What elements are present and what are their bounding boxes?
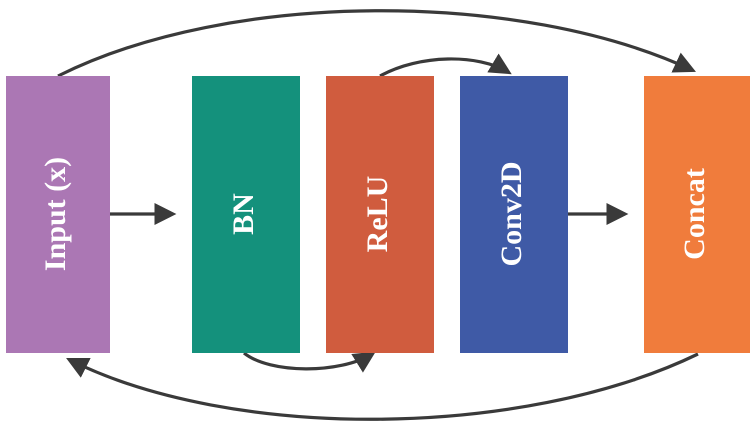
arrow-input-to-concat — [57, 9, 696, 78]
block-concat-rect — [644, 76, 750, 353]
arrow-concat-to-input — [66, 352, 699, 421]
block-bn-rect — [192, 76, 300, 353]
block-input: Input (x) — [6, 76, 110, 353]
block-conv2d-label: Conv2D — [495, 161, 528, 266]
block-conv2d-rect — [460, 76, 568, 353]
arrow-relu-to-conv2d — [379, 53, 512, 78]
block-relu: ReLU — [326, 76, 434, 353]
connections — [57, 9, 699, 421]
block-conv2d: Conv2D — [460, 76, 568, 353]
block-relu-label: ReLU — [361, 176, 394, 253]
block-concat-label: Concat — [678, 168, 711, 260]
block-bn: BN — [192, 76, 300, 353]
block-input-rect — [6, 76, 110, 353]
arrow-bn-to-relu — [242, 351, 376, 373]
block-relu-rect — [326, 76, 434, 353]
block-input-label: Input (x) — [39, 157, 72, 271]
block-bn-label: BN — [227, 193, 260, 235]
block-concat: Concat — [644, 76, 750, 353]
